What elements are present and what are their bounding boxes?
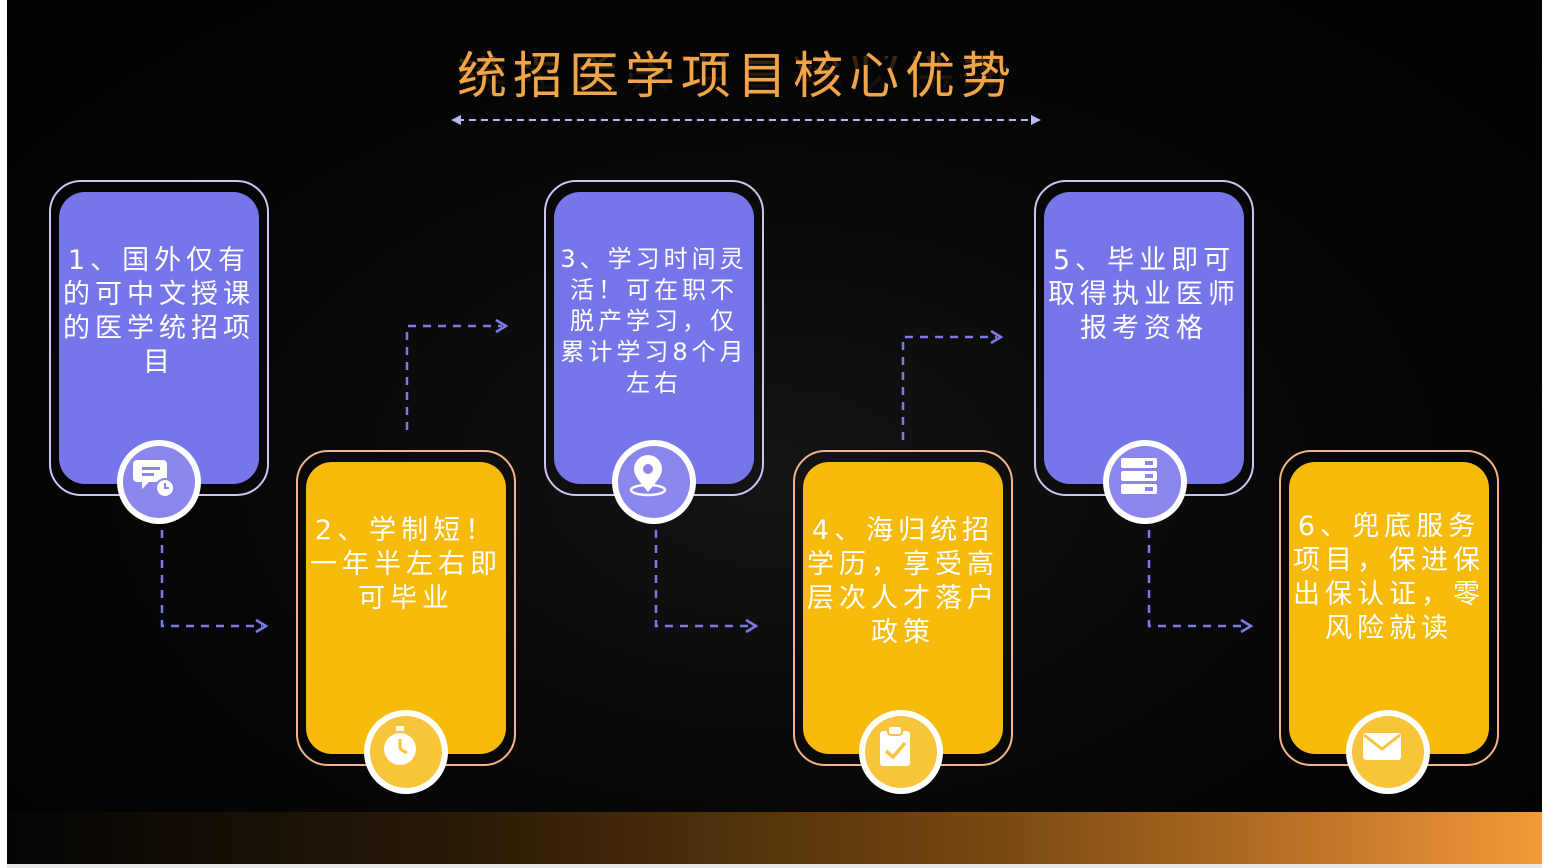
card-3-body	[554, 192, 754, 484]
card-5-body	[1044, 192, 1244, 484]
card-6-body	[1289, 462, 1489, 754]
card-3-badge	[612, 440, 696, 524]
card-4-text: 4、海归统招学历，享受高层次人才落户政策	[807, 515, 999, 648]
card-1-text: 1、国外仅有的可中文授课的医学统招项目	[63, 245, 255, 378]
card-5: 5、毕业即可取得执业医师报考资格	[1034, 180, 1254, 496]
card-1-badge	[117, 440, 201, 524]
title-double-arrow	[451, 115, 1041, 125]
card-2-text: 2、学制短！一年半左右即可毕业	[310, 515, 502, 614]
card-2-badge	[364, 710, 448, 794]
title-reflection: 统招医学项目核心优势	[457, 56, 1017, 95]
card-2-body	[306, 462, 506, 754]
card-3: 3、学习时间灵活！可在职不脱产学习，仅累计学习8个月左右	[544, 180, 764, 496]
stopwatch-icon	[384, 726, 416, 765]
card-3-text: 3、学习时间灵活！可在职不脱产学习，仅累计学习8个月左右	[560, 245, 748, 397]
server-icon	[1121, 458, 1157, 494]
card-5-text: 5、毕业即可取得执业医师报考资格	[1048, 245, 1240, 344]
card-1: 1、国外仅有的可中文授课的医学统招项目	[49, 180, 269, 496]
card-6-badge	[1346, 710, 1430, 794]
card-6: 6、兜底服务项目，保进保出保认证，零风险就读	[1279, 450, 1499, 766]
card-1-body	[59, 192, 259, 484]
card-5-badge	[1103, 440, 1187, 524]
chat-clock-icon	[133, 460, 175, 498]
card-4: 4、海归统招学历，享受高层次人才落户政策	[793, 450, 1013, 766]
slide: 统招医学项目核心优势 统招医学项目核心优势 1、国外仅有的可中文授课的医学统招项…	[7, 0, 1542, 868]
envelope-icon	[1363, 733, 1401, 760]
card-2: 2、学制短！一年半左右即可毕业	[296, 450, 516, 766]
bottom-strip	[7, 864, 1542, 868]
bottom-accent-bar	[7, 812, 1542, 864]
card-4-body	[803, 462, 1003, 754]
card-6-text: 6、兜底服务项目，保进保出保认证，零风险就读	[1293, 511, 1485, 644]
card-4-badge	[859, 710, 943, 794]
slide-title: 统招医学项目核心优势	[457, 47, 1017, 105]
clipboard-check-icon	[880, 725, 910, 766]
location-pin-icon	[629, 455, 667, 497]
